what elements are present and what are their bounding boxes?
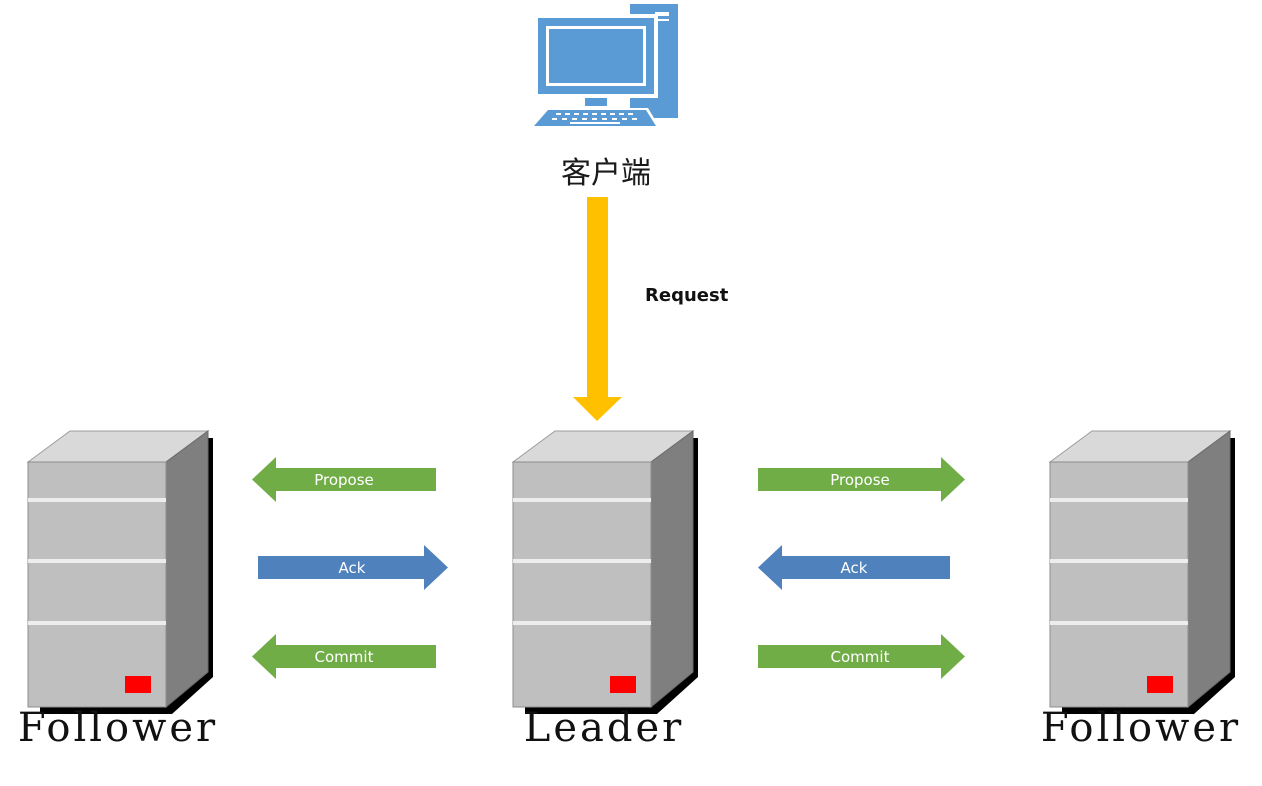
left-ack-arrow: Ack (258, 545, 448, 590)
request-arrow (573, 197, 622, 421)
left-commit-label: Commit (315, 648, 374, 666)
leader-server-icon (512, 430, 699, 715)
follower-left-server-icon (27, 430, 214, 715)
follower-right-server-icon (1049, 430, 1236, 715)
right-commit-arrow: Commit (758, 634, 965, 679)
right-ack-arrow: Ack (758, 545, 950, 590)
client-computer-icon (530, 4, 678, 128)
client-label: 客户端 (561, 156, 651, 191)
right-propose-label: Propose (830, 471, 890, 489)
right-propose-arrow: Propose (758, 457, 965, 502)
right-commit-label: Commit (831, 648, 890, 666)
left-ack-label: Ack (339, 559, 366, 577)
follower-right-label: Follower (1041, 705, 1241, 751)
left-propose-label: Propose (314, 471, 374, 489)
request-label: Request (645, 285, 729, 306)
left-propose-arrow: Propose (252, 457, 436, 502)
leader-label: Leader (524, 705, 684, 751)
left-commit-arrow: Commit (252, 634, 436, 679)
follower-left-label: Follower (18, 705, 218, 751)
right-ack-label: Ack (841, 559, 868, 577)
